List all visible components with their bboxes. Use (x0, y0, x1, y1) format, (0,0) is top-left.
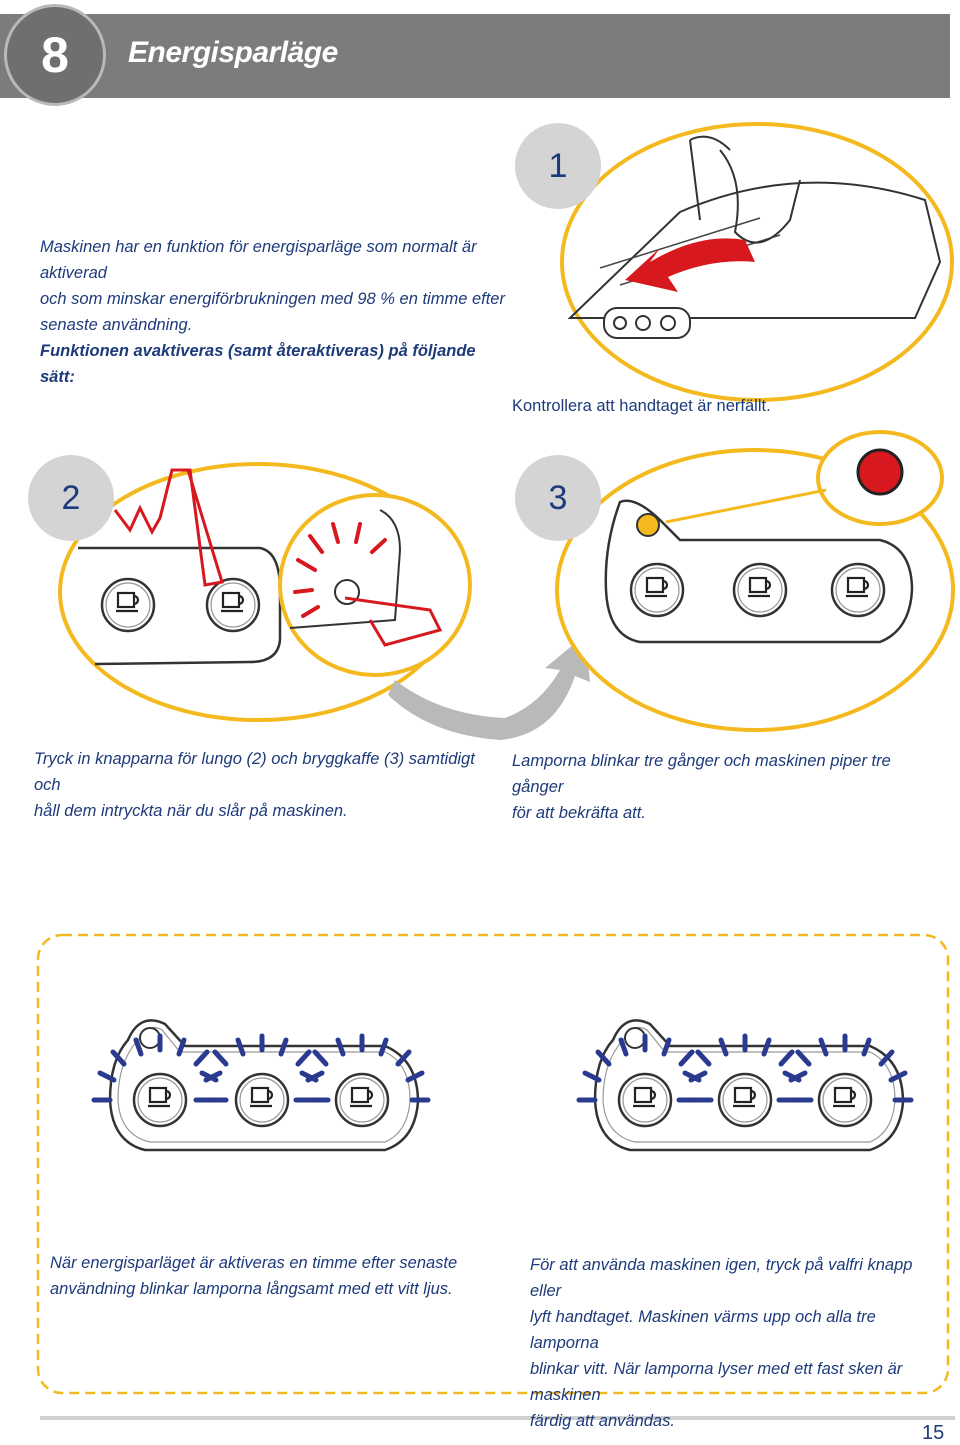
section-header-bar (0, 14, 950, 98)
step-2-badge: 2 (28, 455, 114, 541)
section-number: 8 (41, 27, 69, 83)
step-3-illustration (555, 430, 955, 732)
step-2-number: 2 (61, 478, 81, 517)
intro-line-1: Maskinen har en funktion för energisparl… (40, 238, 477, 282)
step-3-caption-line-2: för att bekräfta att. (512, 804, 646, 822)
intro-line-4: Funktionen avaktiveras (samt återaktiver… (40, 342, 476, 386)
panel-reactivate-blink (579, 1019, 911, 1152)
intro-line-3: senaste användning. (40, 316, 193, 334)
step-2-caption: Tryck in knapparna för lungo (2) och bry… (34, 746, 484, 824)
transition-arrow (388, 635, 590, 740)
step-3-caption-line-1: Lamporna blinkar tre gånger och maskinen… (512, 752, 891, 796)
step-1-illustration (560, 122, 954, 402)
section-number-badge: 8 (4, 4, 106, 106)
step-2-caption-line-2: håll dem intryckta när du slår på maskin… (34, 802, 348, 820)
step-1-caption: Kontrollera att handtaget är nerfällt. (512, 397, 771, 415)
bottom-left-line-1: När energisparläget är aktiveras en timm… (50, 1254, 458, 1272)
bottom-right-line-2: lyft handtaget. Maskinen värms upp och a… (530, 1308, 876, 1352)
bottom-left-caption: När energisparläget är aktiveras en timm… (50, 1250, 470, 1302)
bottom-left-line-2: användning blinkar lamporna långsamt med… (50, 1280, 453, 1298)
step-1-badge: 1 (515, 123, 601, 209)
step-3-badge: 3 (515, 455, 601, 541)
step-1-number: 1 (548, 146, 568, 185)
page-title: Energisparläge (128, 36, 338, 69)
step-3-number: 3 (548, 478, 568, 517)
step-3-caption: Lamporna blinkar tre gånger och maskinen… (512, 748, 942, 826)
intro-line-2: och som minskar energiförbrukningen med … (40, 290, 505, 308)
panel-slow-blink (94, 1019, 428, 1152)
page-number: 15 (922, 1422, 945, 1444)
step-2-caption-line-1: Tryck in knapparna för lungo (2) och bry… (34, 750, 475, 794)
bottom-dashed-box (36, 933, 950, 1395)
bottom-right-line-1: För att använda maskinen igen, tryck på … (530, 1256, 913, 1300)
bottom-right-line-3: blinkar vitt. När lamporna lyser med ett… (530, 1360, 903, 1404)
bottom-right-line-4: färdig att användas. (530, 1412, 675, 1430)
intro-text: Maskinen har en funktion för energisparl… (40, 234, 510, 390)
step-2-illustration (58, 462, 472, 722)
bottom-right-caption: För att använda maskinen igen, tryck på … (530, 1252, 940, 1434)
